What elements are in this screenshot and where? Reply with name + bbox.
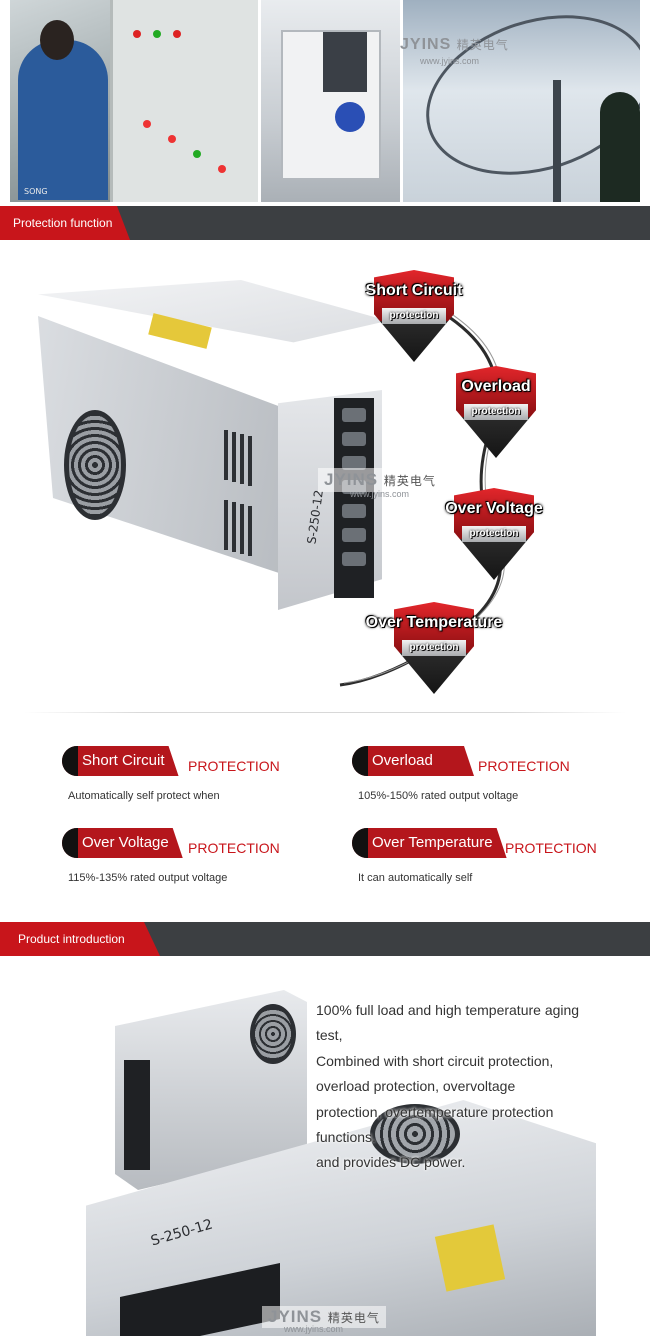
feature-suffix: PROTECTION xyxy=(188,840,280,856)
protection-diagram: S-250-12 Short Circuit protection Overlo… xyxy=(0,240,650,710)
description-line: test, xyxy=(316,1027,343,1044)
operator-figure xyxy=(18,40,108,200)
watermark-brand: JYINS xyxy=(268,1307,323,1326)
industrial-machine xyxy=(281,30,381,180)
machine-part xyxy=(335,102,365,132)
satellite-dish-photo xyxy=(403,0,640,202)
description-line: functions. xyxy=(316,1129,376,1146)
screw-icon xyxy=(342,432,366,446)
watermark-brand: JYINS xyxy=(400,36,452,53)
vent-slot xyxy=(248,436,252,486)
screw-icon xyxy=(342,456,366,470)
screw-icon xyxy=(342,408,366,422)
hero-banner: SONG JYINS 精英电气 www.jyins.com xyxy=(0,0,650,206)
power-supply-image: S-250-12 xyxy=(38,280,388,610)
feature-pill: Overload xyxy=(352,746,474,776)
badge-ribbon: protection xyxy=(402,640,466,656)
description-line: protection, overtemperature protection xyxy=(316,1103,554,1120)
pill-cap xyxy=(62,828,78,858)
badge-title: Short Circuit xyxy=(365,282,463,299)
feature-pill: Over Temperature xyxy=(352,828,507,858)
feature-label: Short Circuit xyxy=(82,752,165,769)
badge-title: Over Voltage xyxy=(445,500,543,517)
feature-desc: Automatically self protect when xyxy=(68,790,220,802)
description-line: Combined with short circuit protection, xyxy=(316,1052,554,1069)
feature-pill: Short Circuit xyxy=(62,746,179,776)
badge-over-voltage: Over Voltage protection xyxy=(439,488,549,580)
control-room-photo: SONG xyxy=(10,0,258,202)
section-bar-protection: Protection function xyxy=(0,206,650,240)
vent-slot xyxy=(240,504,244,554)
vent-slot xyxy=(224,500,228,550)
fan-icon xyxy=(250,1004,296,1064)
feature-label: Over Temperature xyxy=(372,834,493,851)
feature-desc: It can automatically self xyxy=(358,872,473,884)
feature-label: Overload xyxy=(372,752,433,769)
watermark-url: www.jyins.com xyxy=(350,489,410,499)
machine-photo xyxy=(261,0,400,202)
watermark-url: www.jyins.com xyxy=(420,56,480,66)
feature-overload: Overload PROTECTION 105%-150% rated outp… xyxy=(352,746,612,806)
watermark-brand: JYINS xyxy=(324,470,379,489)
badge-overload: Overload protection xyxy=(441,366,551,458)
vent-slot xyxy=(240,434,244,484)
badge-title: Overload xyxy=(461,378,531,395)
feature-suffix: PROTECTION xyxy=(188,758,280,774)
vent-slot xyxy=(248,506,252,556)
watermark-url: www.jyins.com xyxy=(284,1324,344,1334)
section-title-protection: Protection function xyxy=(0,206,130,240)
vent-slot xyxy=(232,502,236,552)
photo-caption: SONG xyxy=(24,187,48,196)
description-line: overload protection, overvoltage xyxy=(316,1078,516,1095)
badge-title: Over Temperature xyxy=(365,614,503,631)
feature-over-temperature: Over Temperature PROTECTION It can autom… xyxy=(352,828,622,888)
feature-short-circuit: Short Circuit PROTECTION Automatically s… xyxy=(62,746,322,806)
screw-icon xyxy=(342,528,366,542)
watermark-cn: 精英电气 xyxy=(383,474,436,488)
diagram-watermark: JYINS 精英电气 xyxy=(318,468,442,492)
screw-icon xyxy=(342,552,366,566)
tree-silhouette xyxy=(600,92,640,202)
hero-watermark: JYINS 精英电气 xyxy=(400,36,509,54)
description-line: and provides DC power. xyxy=(316,1154,466,1171)
section-title-product: Product introduction xyxy=(0,922,160,956)
badge-ribbon: protection xyxy=(464,404,528,420)
pill-cap xyxy=(352,828,368,858)
badge-ribbon: protection xyxy=(462,526,526,542)
terminal-block xyxy=(124,1060,150,1170)
badge-short-circuit: Short Circuit protection xyxy=(359,270,469,362)
operator-head xyxy=(40,20,74,60)
vent-slot xyxy=(224,430,228,480)
product-image: S-250-12 JYINS 精英电气 www.jyins.com xyxy=(0,980,650,1336)
machine-screen xyxy=(323,32,367,92)
pill-cap xyxy=(62,746,78,776)
watermark-cn: 精英电气 xyxy=(327,1311,380,1325)
feature-label: Over Voltage xyxy=(82,834,169,851)
product-description: 100% full load and high temperature agin… xyxy=(316,998,616,1176)
feature-over-voltage: Over Voltage PROTECTION 115%-135% rated … xyxy=(62,828,322,888)
feature-desc: 105%-150% rated output voltage xyxy=(358,790,519,802)
divider xyxy=(24,712,626,713)
product-watermark: JYINS 精英电气 xyxy=(262,1306,386,1328)
feature-pill: Over Voltage xyxy=(62,828,183,858)
feature-suffix: PROTECTION xyxy=(478,758,570,774)
badge-ribbon: protection xyxy=(382,308,446,324)
control-panel xyxy=(110,0,258,202)
fan-icon xyxy=(64,410,126,520)
feature-suffix: PROTECTION xyxy=(505,840,597,856)
description-line: 100% full load and high temperature agin… xyxy=(316,1002,580,1018)
badge-over-temperature: Over Temperature protection xyxy=(366,602,502,694)
feature-desc: 115%-135% rated output voltage xyxy=(68,872,228,884)
screw-icon xyxy=(342,504,366,518)
pill-cap xyxy=(352,746,368,776)
dish-mast xyxy=(553,80,561,202)
fan-icon xyxy=(370,1104,460,1164)
watermark-cn: 精英电气 xyxy=(456,38,509,52)
section-bar-product: Product introduction xyxy=(0,922,650,956)
vent-slot xyxy=(232,432,236,482)
